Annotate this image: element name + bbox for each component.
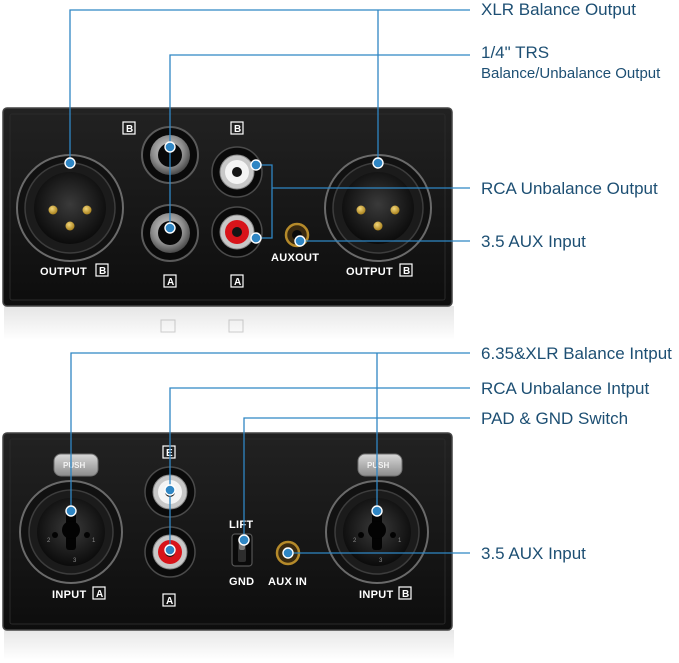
svg-text:B: B: [234, 124, 241, 135]
svg-text:2: 2: [47, 538, 51, 544]
input-right-channel-box: B: [398, 586, 412, 600]
svg-text:3: 3: [379, 558, 383, 564]
input-left-channel-box: A: [92, 586, 106, 600]
leader-combo-input: [65, 352, 470, 517]
leader-rca-output: [250, 159, 470, 244]
svg-text:A: A: [167, 277, 174, 288]
svg-text:2: 2: [353, 538, 357, 544]
callout-aux-input-bottom: 3.5 AUX Input: [481, 544, 586, 563]
svg-text:PUSH: PUSH: [63, 461, 85, 470]
trs-output-a-box: A: [163, 274, 177, 288]
rca-output-a-red[interactable]: [211, 206, 263, 258]
leader-trs-output: [164, 54, 470, 234]
svg-text:B: B: [126, 124, 133, 135]
trs-output-b-box: B: [122, 121, 136, 135]
input-left-label: INPUT: [52, 589, 87, 601]
push-latch-right[interactable]: PUSH: [357, 453, 403, 477]
output-panel-reflection: [4, 306, 454, 340]
callout-pad-gnd: PAD & GND Switch: [481, 409, 628, 428]
xlr-output-left[interactable]: [16, 154, 124, 262]
output-right-channel-box: B: [399, 263, 413, 277]
svg-text:B: B: [403, 266, 410, 277]
callout-combo-input: 6.35&XLR Balance Intput: [481, 344, 672, 363]
rca-input-bottom-box: A: [162, 593, 176, 607]
callout-aux-input-top: 3.5 AUX Input: [481, 232, 586, 251]
output-left-channel-box: B: [95, 263, 109, 277]
callout-rca-output: RCA Unbalance Output: [481, 179, 658, 198]
aux-input-label: AUX IN: [268, 576, 307, 588]
svg-text:1: 1: [398, 538, 402, 544]
svg-text:B: B: [402, 589, 409, 600]
output-panel: [2, 107, 453, 307]
input-panel: [2, 432, 453, 631]
callout-trs-line2: Balance/Unbalance Output: [481, 65, 661, 82]
leader-xlr-output: [64, 9, 470, 169]
aux-output-label: AUXOUT: [271, 252, 319, 264]
push-latch-left[interactable]: PUSH: [53, 453, 99, 477]
lift-label: LIFT: [229, 519, 253, 531]
svg-text:1: 1: [92, 538, 96, 544]
leader-pad-gnd: [238, 417, 470, 546]
rca-output-b-box: B: [230, 121, 244, 135]
leader-rca-input: [164, 387, 470, 556]
xlr-output-right[interactable]: [324, 154, 432, 262]
input-panel-reflection: [4, 630, 454, 660]
svg-text:3: 3: [73, 558, 77, 564]
rca-output-a-box: A: [230, 274, 244, 288]
callout-rca-input: RCA Unbalance Intput: [481, 379, 649, 398]
svg-text:PUSH: PUSH: [367, 461, 389, 470]
output-panel-reflection-marks: [160, 319, 244, 333]
svg-text:A: A: [234, 277, 241, 288]
rca-output-b-white[interactable]: [211, 146, 263, 198]
input-right-label: INPUT: [359, 589, 394, 601]
gnd-label: GND: [229, 576, 254, 588]
callout-xlr-output: XLR Balance Output: [481, 0, 636, 19]
leader-aux-input: [282, 547, 470, 559]
svg-text:B: B: [99, 266, 106, 277]
svg-text:A: A: [96, 589, 103, 600]
output-left-label: OUTPUT: [40, 266, 87, 278]
callout-trs-line1: 1/4" TRS: [481, 43, 549, 62]
output-right-label: OUTPUT: [346, 266, 393, 278]
leader-aux-output: [294, 235, 470, 247]
svg-text:A: A: [166, 596, 173, 607]
